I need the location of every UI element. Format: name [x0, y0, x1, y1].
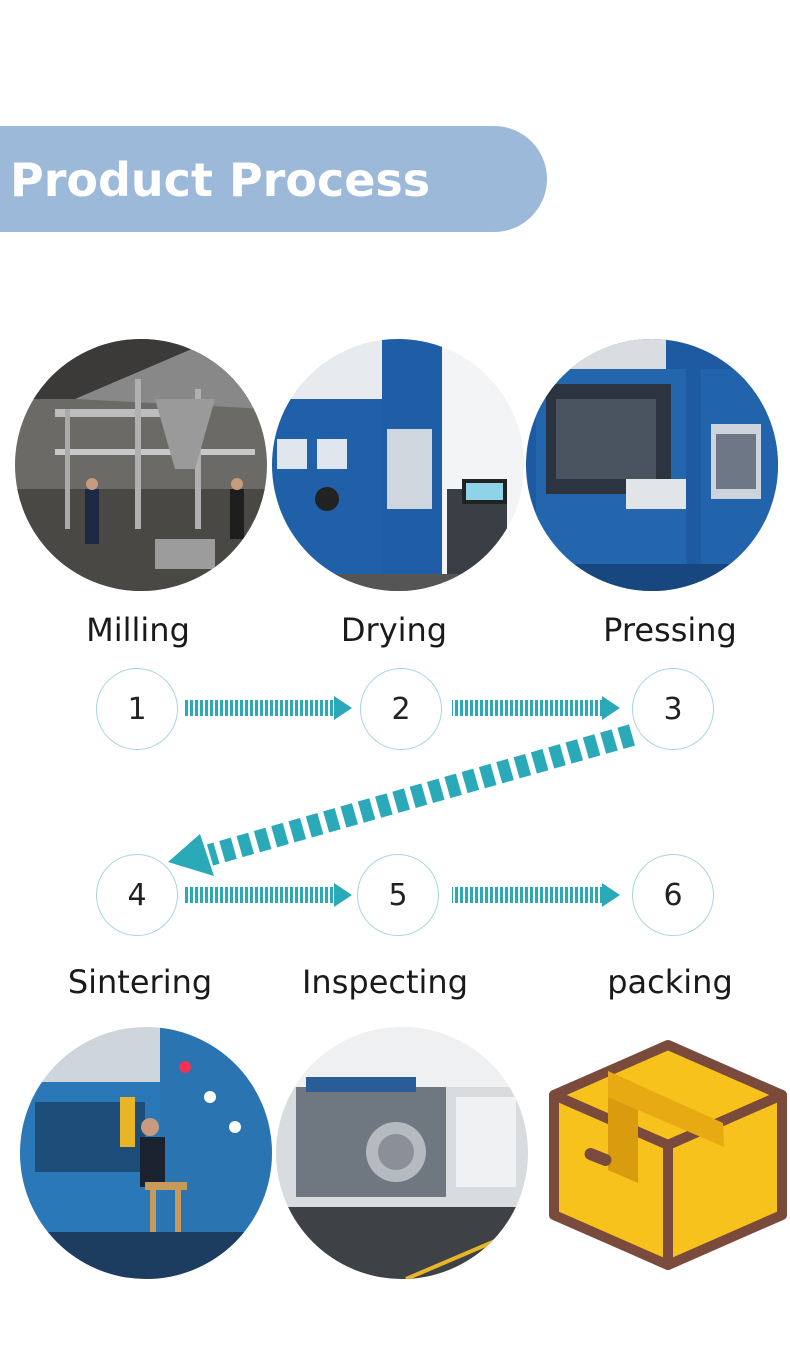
step-1-label: Milling [86, 611, 190, 649]
arrow-5-to-6 [452, 883, 620, 907]
arrow-1-to-2 [184, 696, 352, 720]
step-2-circle: 2 [360, 668, 442, 750]
step-3-label: Pressing [603, 611, 737, 649]
step-5-label: Inspecting [301, 963, 468, 1001]
step-4-label: Sintering [67, 963, 213, 1001]
arrow-2-to-3 [452, 696, 620, 720]
title-banner [0, 126, 547, 232]
page-title: Product Process [10, 153, 431, 207]
packing-box-icon [548, 1035, 788, 1275]
step-6-circle: 6 [632, 854, 714, 936]
arrow-3-to-4 [168, 724, 636, 876]
step-1-circle: 1 [96, 668, 178, 750]
arrow-4-to-5 [184, 883, 352, 907]
inspecting-photo [276, 1027, 528, 1279]
step-2-label: Drying [340, 611, 448, 649]
step-5-circle: 5 [357, 854, 439, 936]
step-6-label: packing [607, 963, 733, 1001]
pressing-photo [526, 339, 778, 591]
step-4-circle: 4 [96, 854, 178, 936]
sintering-photo [20, 1027, 272, 1279]
step-3-circle: 3 [632, 668, 714, 750]
